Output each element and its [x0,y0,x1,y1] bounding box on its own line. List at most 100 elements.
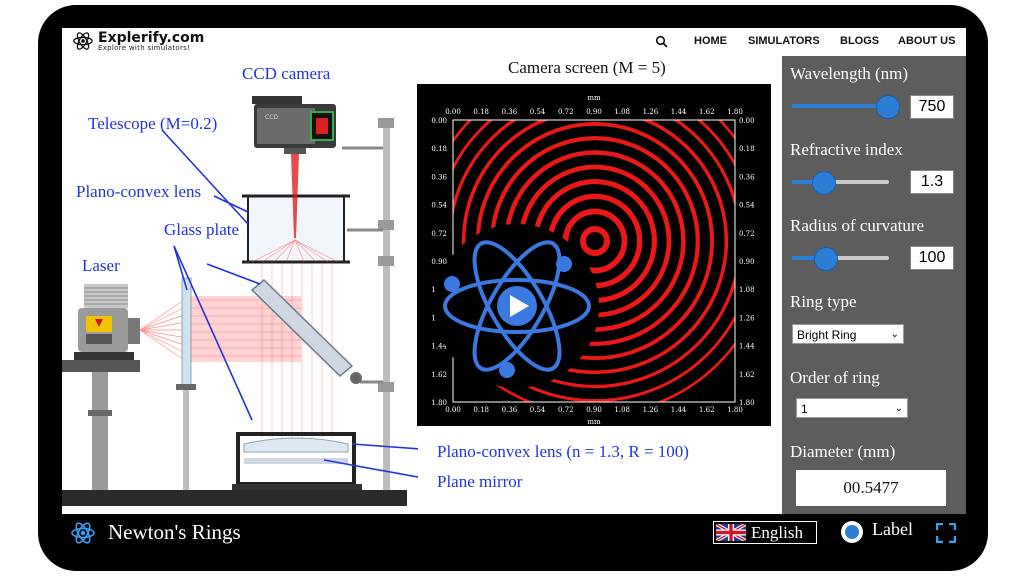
axis-tick-label: 1.80 [727,108,743,116]
atom-icon [71,522,95,544]
footer-bar: Newton's Rings English Label [62,514,966,552]
diameter-label: Diameter (mm) [790,442,896,461]
ring-type-select[interactable]: Bright Ring ⌄ [792,324,904,344]
stand-rod [383,118,390,490]
radius-label: Radius of curvature [790,216,925,235]
ccd-tag: CCD [265,114,278,121]
axis-tick-label: 0.90 [431,258,447,266]
axis-tick-label: 0.18 [739,145,755,153]
radius-slider-fill [792,256,825,260]
play-icon [510,295,529,317]
axis-tick-label: 1.80 [431,399,447,407]
radius-slider-track[interactable] [792,256,889,260]
axis-tick-label: 1.44 [671,406,687,414]
axis-tick-label: 1.62 [431,371,447,379]
label-plane-mirror: Plane mirror [437,472,523,491]
site-name: Explerify.com [98,29,205,46]
diameter-readout: 00.5477 [796,470,946,506]
laser-unit [62,284,140,490]
nav-blogs[interactable]: BLOGS [840,35,880,47]
axis-tick-label: 0.00 [445,406,461,414]
wavelength-slider-thumb[interactable] [876,95,900,119]
axis-tick-label: 1.62 [699,108,715,116]
chevron-down-icon: ⌄ [894,403,903,414]
language-selector[interactable]: English [713,521,817,544]
chevron-down-icon: ⌄ [890,329,899,340]
label-ccd-camera: CCD camera [242,64,331,83]
fullscreen-icon[interactable] [936,523,956,543]
interference-ring [461,120,729,375]
label-laser: Laser [82,256,120,275]
axis-tick-label: 0.36 [502,406,518,414]
order-value: 1 [801,402,808,416]
label-toggle-text: Label [872,519,913,539]
refractive-slider-track[interactable] [792,180,889,184]
language-label: English [751,522,803,542]
axis-tick-label: 0.18 [473,108,489,116]
label-plano-convex: Plano-convex lens [76,182,202,201]
axis-tick-label: 0.72 [558,406,574,414]
axis-tick-label: 0.72 [739,230,755,238]
order-select[interactable]: 1 ⌄ [796,398,908,418]
axis-tick-label: 0.00 [445,108,461,116]
ring-type-value: Bright Ring [797,328,857,342]
video-play-overlay[interactable] [435,224,599,388]
nav-home[interactable]: HOME [694,35,727,47]
axis-tick-label: 1.80 [727,406,743,414]
axis-tick-label: 0.18 [431,145,447,153]
axis-tick-label: 1.26 [643,406,659,414]
label-glass-plate: Glass plate [164,220,240,239]
axis-tick-label: 0.54 [530,406,546,414]
wavelength-label: Wavelength (nm) [790,64,909,83]
axis-tick-label: 0.36 [431,173,447,181]
axis-tick-label: 0.72 [558,108,574,116]
axis-tick-label: 0.90 [739,258,755,266]
axis-tick-label: 1.80 [739,399,755,407]
axis-tick-label: 1.62 [699,406,715,414]
optical-table [62,490,407,506]
atom-logo-icon [73,32,93,50]
apparatus-drawing: CCD [62,96,418,506]
axis-tick-label: 1.44 [671,108,687,116]
order-label: Order of ring [790,368,880,387]
axis-tick-label: 0.54 [431,202,447,210]
axis-tick-label: 1.08 [739,286,755,294]
axis-tick-label: 0.00 [431,117,447,125]
unit-top: mm [587,94,601,102]
axis-tick-label: 0.18 [473,406,489,414]
site-logo[interactable]: Explerify.com Explore with simulators! [72,30,204,52]
refractive-slider-fill [792,180,822,184]
axis-tick-label: 0.72 [431,230,447,238]
axis-tick-label: 0.90 [586,108,602,116]
axis-tick-label: 1.26 [643,108,659,116]
axis-tick-label: 1.44 [431,343,447,351]
wavelength-input[interactable]: 750 [910,95,954,119]
refractive-slider-thumb[interactable] [812,171,836,195]
unit-bottom: mm [587,418,601,426]
label-toggle-radio[interactable] [840,520,864,544]
axis-tick-label: 0.54 [530,108,546,116]
radius-slider-thumb[interactable] [814,247,838,271]
control-panel: Wavelength (nm) 750 Refractive index 1.3… [782,56,966,514]
ccd-camera: CCD [252,96,336,154]
nav-simulators[interactable]: SIMULATORS [748,35,820,47]
axis-tick-label: 1.44 [739,343,755,351]
refractive-index-input[interactable]: 1.3 [910,170,954,194]
interference-ring [453,120,735,389]
site-tagline: Explore with simulators! [98,43,191,52]
interference-ring [580,226,610,256]
camera-screen-title: Camera screen (M = 5) [508,58,666,77]
axis-tick-label: 0.90 [586,406,602,414]
interference-ring [453,120,735,402]
uk-flag-icon [716,524,746,541]
simulator-title: Newton's Rings [108,520,241,544]
ring-type-label: Ring type [790,292,857,311]
top-nav: Explerify.com Explore with simulators! H… [62,28,966,56]
axis-tick-label: 1.62 [739,371,755,379]
axis-tick-label: 1.08 [614,406,630,414]
radius-input[interactable]: 100 [910,246,954,270]
label-lens-params: Plano-convex lens (n = 1.3, R = 100) [437,442,689,461]
nav-about-us[interactable]: ABOUT US [898,35,956,47]
search-icon[interactable] [655,35,669,49]
